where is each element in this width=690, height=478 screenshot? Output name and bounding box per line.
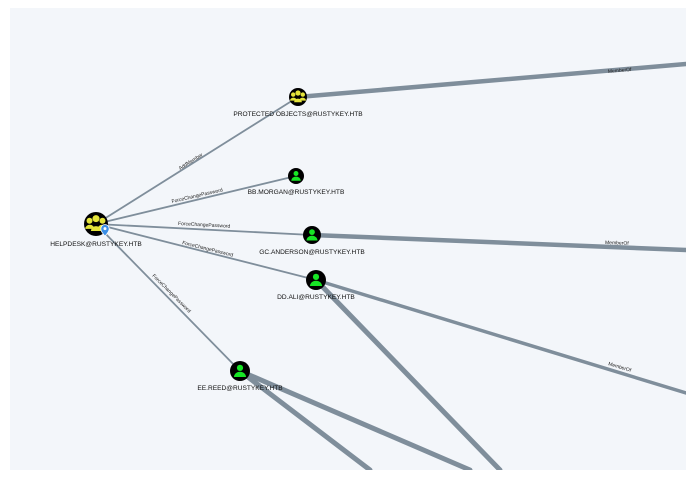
node-label-gcanderson: GC.ANDERSON@RUSTYKEY.HTB [259, 249, 365, 256]
node-gcanderson[interactable]: GC.ANDERSON@RUSTYKEY.HTB [259, 226, 365, 256]
edge-labels-layer: MemberOf MemberOf MemberOf AddMember For… [151, 67, 633, 374]
node-eereed[interactable]: EE.REED@RUSTYKEY.HTB [197, 361, 283, 392]
edge-label-fcp-gcanderson: ForceChangePassword [178, 221, 231, 230]
edge-memberof-protected[interactable] [295, 61, 686, 100]
edge-ddali-down[interactable] [313, 277, 503, 470]
node-helpdesk[interactable]: HELPDESK@RUSTYKEY.HTB [50, 212, 142, 248]
edge-fcp-gcanderson[interactable] [95, 223, 313, 236]
edge-eereed-down-2[interactable] [237, 368, 473, 470]
edge-fcp-bbmorgan[interactable] [95, 175, 297, 225]
edge-label-fcp-eereed: ForceChangePassword [151, 273, 192, 314]
edge-memberof-gcanderson[interactable] [309, 232, 686, 253]
edges-layer [95, 61, 686, 470]
graph-svg[interactable]: MemberOf MemberOf MemberOf AddMember For… [10, 8, 686, 470]
node-label-bbmorgan: BB.MORGAN@RUSTYKEY.HTB [248, 189, 345, 196]
node-label-protected: PROTECTED OBJECTS@RUSTYKEY.HTB [233, 111, 363, 118]
node-label-eereed: EE.REED@RUSTYKEY.HTB [197, 385, 283, 392]
node-bbmorgan[interactable]: BB.MORGAN@RUSTYKEY.HTB [248, 168, 345, 196]
location-pin-icon [100, 224, 110, 237]
edge-label-memberof-gcanderson: MemberOf [605, 240, 629, 247]
edge-eereed-down-1[interactable] [237, 368, 373, 470]
edge-fcp-eereed[interactable] [95, 223, 241, 372]
graph-canvas[interactable]: MemberOf MemberOf MemberOf AddMember For… [10, 8, 686, 470]
edge-memberof-ddali[interactable] [314, 278, 686, 395]
node-protected-objects[interactable]: PROTECTED OBJECTS@RUSTYKEY.HTB [233, 88, 363, 118]
edge-fcp-ddali[interactable] [95, 223, 317, 281]
edge-label-fcp-ddali: ForceChangePassword [182, 240, 234, 259]
edge-label-memberof-protected: MemberOf [608, 67, 633, 75]
node-label-helpdesk: HELPDESK@RUSTYKEY.HTB [50, 241, 142, 248]
edge-label-addmember: AddMember [178, 152, 205, 172]
node-label-ddali: DD.ALI@RUSTYKEY.HTB [277, 294, 355, 301]
node-ddali[interactable]: DD.ALI@RUSTYKEY.HTB [277, 270, 355, 301]
edge-addmember[interactable] [95, 96, 299, 225]
